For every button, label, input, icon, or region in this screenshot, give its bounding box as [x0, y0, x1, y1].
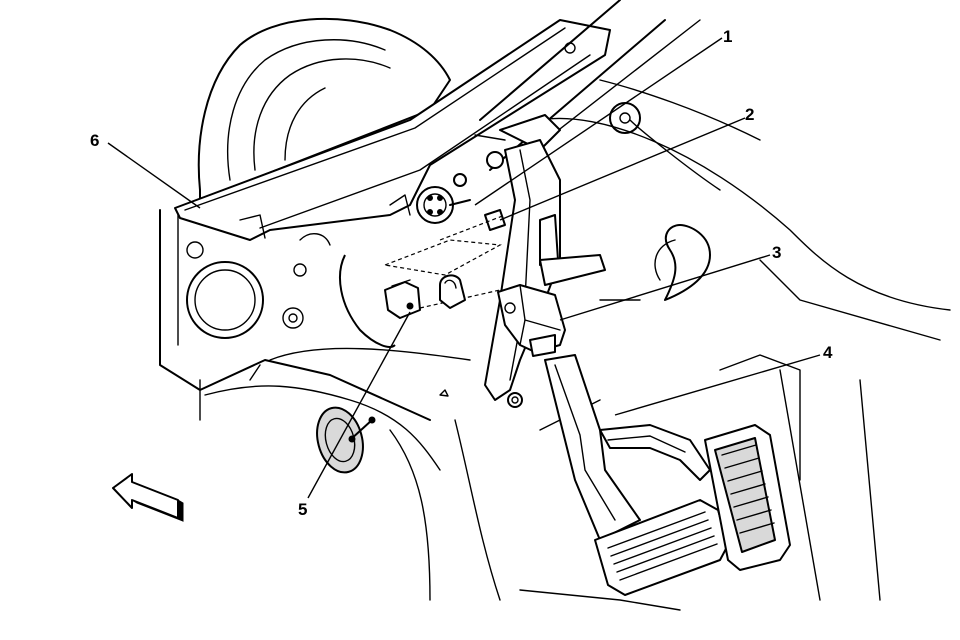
leader-6	[107, 142, 201, 209]
steering-wheel-housing	[197, 17, 451, 201]
leader-1	[474, 37, 723, 206]
callout-2: 2	[745, 105, 754, 124]
callout-labels: 1 2 3 4 5 6	[90, 27, 833, 519]
floor-stud	[316, 406, 376, 474]
leader-2	[499, 117, 746, 221]
callout-5: 5	[298, 500, 307, 519]
leader-4	[614, 354, 821, 416]
floor-contours	[204, 347, 681, 611]
callout-6: 6	[90, 131, 99, 150]
brake-pedal	[544, 354, 729, 596]
pedal-bracket	[474, 114, 606, 408]
switch-bracket	[339, 214, 506, 348]
leader-3	[559, 254, 771, 321]
accelerator-pedal	[704, 424, 791, 571]
accelerator-linkage	[599, 424, 711, 481]
leader-5	[307, 311, 411, 499]
callout-1: 1	[723, 27, 732, 46]
brake-pedal-switch	[497, 284, 566, 357]
callout-4: 4	[823, 343, 833, 362]
callout-leaders	[107, 37, 821, 499]
front-direction-arrow-icon	[112, 473, 184, 522]
callout-3: 3	[772, 243, 781, 262]
booster-mount	[416, 173, 506, 231]
dash-panel	[174, 19, 611, 241]
kick-panel	[159, 209, 431, 421]
